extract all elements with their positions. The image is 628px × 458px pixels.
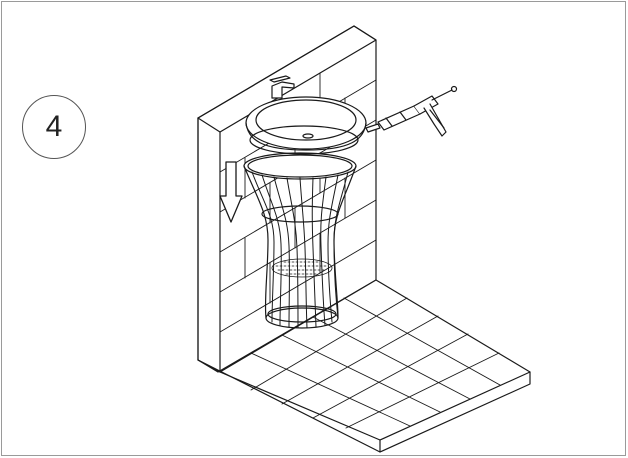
- drain-icon: [302, 133, 314, 139]
- wash-basin: [245, 96, 367, 155]
- basket-slats: [251, 171, 349, 329]
- step-number: 4: [45, 110, 63, 143]
- basket-floor: [271, 258, 333, 278]
- floor-tiles: [250, 297, 501, 429]
- faucet-icon: [269, 75, 295, 99]
- step-badge: 4: [22, 95, 86, 159]
- pedestal-basket: [243, 152, 357, 329]
- caulking-gun-icon: [365, 85, 458, 137]
- arrow-down-icon: [219, 161, 243, 223]
